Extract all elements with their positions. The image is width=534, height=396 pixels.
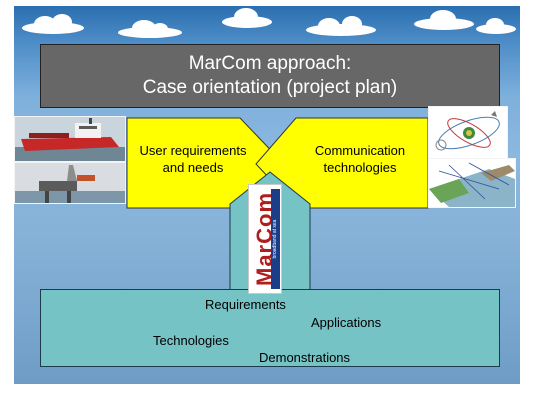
right-panel-line-2: technologies <box>323 160 397 175</box>
title-line-1: MarCom approach: <box>188 53 352 74</box>
cloud-4 <box>306 16 376 36</box>
left-panel-label: User requirements and needs <box>130 142 256 176</box>
bottom-box: Requirements Applications Technologies D… <box>40 289 500 367</box>
coastal-network-diagram <box>428 158 516 208</box>
logo-tagline: broadband at sea <box>272 219 278 259</box>
cloud-1 <box>22 14 84 34</box>
satellite-orbit-diagram <box>428 106 508 160</box>
cloud-3 <box>222 8 272 28</box>
slide: MarCom approach: Case orientation (proje… <box>14 6 520 384</box>
marcom-logo: MarCom broadband at sea <box>248 184 282 294</box>
bottom-item-requirements: Requirements <box>205 297 286 312</box>
cloud-5 <box>414 10 474 30</box>
cloud-6 <box>476 18 516 34</box>
right-yellow-panel <box>255 117 429 209</box>
left-panel-line-1: User requirements <box>139 143 247 158</box>
title-line-2: Case orientation (project plan) <box>142 77 398 98</box>
title-box: MarCom approach: Case orientation (proje… <box>40 44 500 108</box>
cloud-2 <box>118 20 182 38</box>
oil-platform-photo <box>14 162 126 204</box>
left-panel-line-2: and needs <box>162 160 224 175</box>
bottom-item-technologies: Technologies <box>153 333 229 348</box>
right-panel-line-1: Communication <box>314 143 406 158</box>
logo-tagline-bar <box>271 189 280 289</box>
right-panel-label: Communication technologies <box>298 142 422 176</box>
ship-photo <box>14 116 126 162</box>
bottom-item-applications: Applications <box>311 315 382 330</box>
bottom-item-demonstrations: Demonstrations <box>259 350 351 365</box>
